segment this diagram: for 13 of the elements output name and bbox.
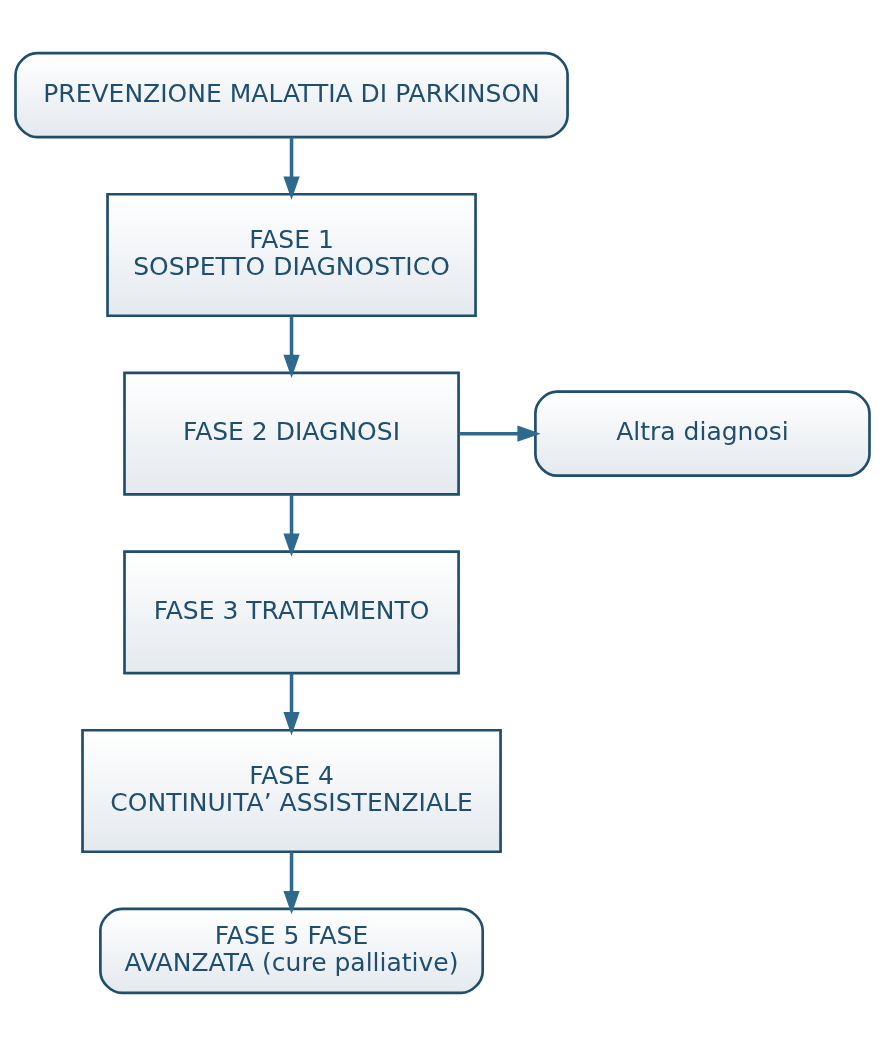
node-box: FASE 1 SOSPETTO DIAGNOSTICO xyxy=(106,192,477,317)
arrow xyxy=(283,851,300,914)
node-box: FASE 5 FASE AVANZATA (cure palliative) xyxy=(99,907,485,994)
arrow xyxy=(283,136,300,200)
arrow xyxy=(283,672,300,735)
arrow xyxy=(283,315,300,378)
node-box: FASE 2 DIAGNOSI xyxy=(123,371,460,496)
node-box: FASE 4 CONTINUITA’ ASSISTENZIALE xyxy=(81,728,502,853)
node-box: PREVENZIONE MALATTIA DI PARKINSON xyxy=(14,51,569,138)
arrow xyxy=(283,494,300,557)
arrow xyxy=(459,425,541,442)
node-box: Altra diagnosi xyxy=(534,389,871,477)
node-box: FASE 3 TRATTAMENTO xyxy=(123,549,460,674)
